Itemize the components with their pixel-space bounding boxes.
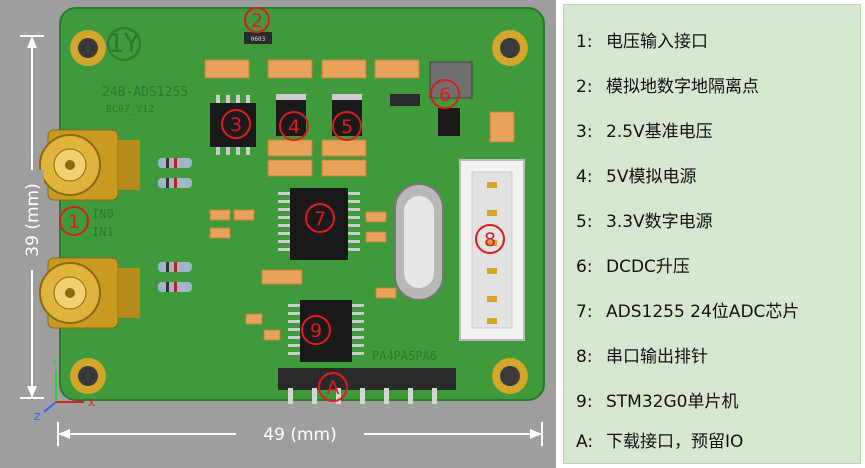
callout-marker: 7 bbox=[305, 203, 335, 233]
legend-item: 4:5V模拟电源 bbox=[576, 167, 697, 187]
height-label: 39 (mm) bbox=[23, 183, 43, 256]
crystal-oscillator bbox=[394, 183, 444, 301]
svg-text:8: 8 bbox=[484, 229, 496, 251]
smd-capacitor bbox=[321, 159, 367, 177]
legend-item: 2:模拟地数字地隔离点 bbox=[576, 77, 759, 97]
svg-text:5: 5 bbox=[341, 116, 353, 138]
callout-marker: 5 bbox=[332, 111, 362, 141]
smd-capacitor bbox=[374, 59, 420, 79]
svg-text:4: 4 bbox=[288, 116, 300, 138]
silk-logo: 1Y bbox=[108, 29, 140, 59]
svg-text:Z: Z bbox=[34, 412, 41, 423]
adc-chip-ads1255 bbox=[278, 188, 360, 260]
board-render-panel: 0603 bbox=[0, 0, 556, 468]
silk-board-name: 24B-ADS1255 bbox=[102, 85, 188, 100]
smd-capacitor bbox=[209, 209, 397, 341]
legend-panel: 1:电压输入接口 2:模拟地数字地隔离点 3:2.5V基准电压 4:5V模拟电源… bbox=[563, 4, 861, 464]
callout-marker: 6 bbox=[430, 79, 460, 109]
width-dimension: 49 (mm) bbox=[57, 422, 543, 446]
legend-item: 7:ADS1255 24位ADC芯片 bbox=[576, 302, 800, 322]
silk-ain1: IN1 bbox=[92, 225, 114, 239]
smd-capacitor bbox=[267, 159, 313, 177]
smd-capacitor bbox=[321, 139, 367, 157]
svg-text:X: X bbox=[88, 398, 95, 409]
callout-marker: 9 bbox=[301, 315, 331, 345]
silk-version: BC07_V12 bbox=[106, 104, 154, 115]
sma-connector bbox=[39, 129, 140, 201]
mounting-hole bbox=[70, 358, 106, 394]
programming-header bbox=[278, 368, 456, 404]
chip-mark: 0603 bbox=[251, 36, 266, 43]
callout-marker: 4 bbox=[279, 111, 309, 141]
silk-pins: PA4PA5PA6 bbox=[372, 349, 437, 363]
legend-item: 1:电压输入接口 bbox=[576, 32, 708, 52]
svg-text:9: 9 bbox=[310, 320, 322, 342]
width-label: 49 (mm) bbox=[263, 425, 336, 445]
legend-item: 5:3.3V数字电源 bbox=[576, 212, 713, 232]
ldo-5v bbox=[276, 94, 306, 136]
callout-marker: 3 bbox=[221, 109, 251, 139]
legend-item: 8:串口输出排针 bbox=[576, 347, 708, 367]
smd-capacitor bbox=[321, 59, 367, 79]
pcb-illustration: 0603 bbox=[20, 7, 545, 446]
smd-capacitor bbox=[489, 111, 515, 143]
svg-text:A: A bbox=[327, 377, 340, 399]
mounting-hole bbox=[492, 30, 528, 66]
silk-ain0: IN0 bbox=[92, 207, 114, 221]
mcu-stm32g0 bbox=[288, 300, 364, 362]
legend-item: 6:DCDC升压 bbox=[576, 257, 690, 277]
dcdc-ic bbox=[438, 108, 460, 136]
height-dimension: 39 (mm) bbox=[20, 35, 44, 399]
mounting-hole bbox=[70, 30, 106, 66]
callout-marker: A bbox=[318, 372, 348, 402]
svg-text:7: 7 bbox=[314, 208, 326, 230]
smd-capacitor bbox=[204, 59, 250, 79]
legend-item: A:下载接口，预留IO bbox=[576, 432, 744, 452]
serial-header bbox=[459, 159, 525, 341]
diode bbox=[390, 94, 420, 106]
callout-marker: 1 bbox=[59, 206, 89, 236]
dcdc-inductor bbox=[429, 61, 473, 99]
sma-connector bbox=[39, 257, 140, 329]
legend-item: 9:STM32G0单片机 bbox=[576, 392, 739, 412]
svg-text:2: 2 bbox=[251, 10, 263, 32]
axis-indicator: Y X Z bbox=[34, 358, 95, 423]
resistor bbox=[158, 282, 192, 292]
mounting-hole bbox=[492, 358, 528, 394]
svg-text:1: 1 bbox=[68, 211, 80, 233]
svg-text:3: 3 bbox=[230, 114, 242, 136]
silk-logo-ring bbox=[107, 27, 141, 61]
resistor bbox=[158, 262, 192, 272]
svg-text:Y: Y bbox=[51, 358, 59, 369]
legend-item: 3:2.5V基准电压 bbox=[576, 122, 713, 142]
smd-resistor-0603: 0603 bbox=[244, 32, 272, 44]
smd-capacitor bbox=[267, 139, 313, 157]
smd-capacitor bbox=[267, 59, 313, 79]
svg-text:6: 6 bbox=[439, 84, 451, 106]
resistor bbox=[158, 178, 192, 188]
callout-marker: 8 bbox=[475, 224, 505, 254]
resistor bbox=[158, 158, 192, 168]
callout-marker: 2 bbox=[244, 7, 270, 33]
